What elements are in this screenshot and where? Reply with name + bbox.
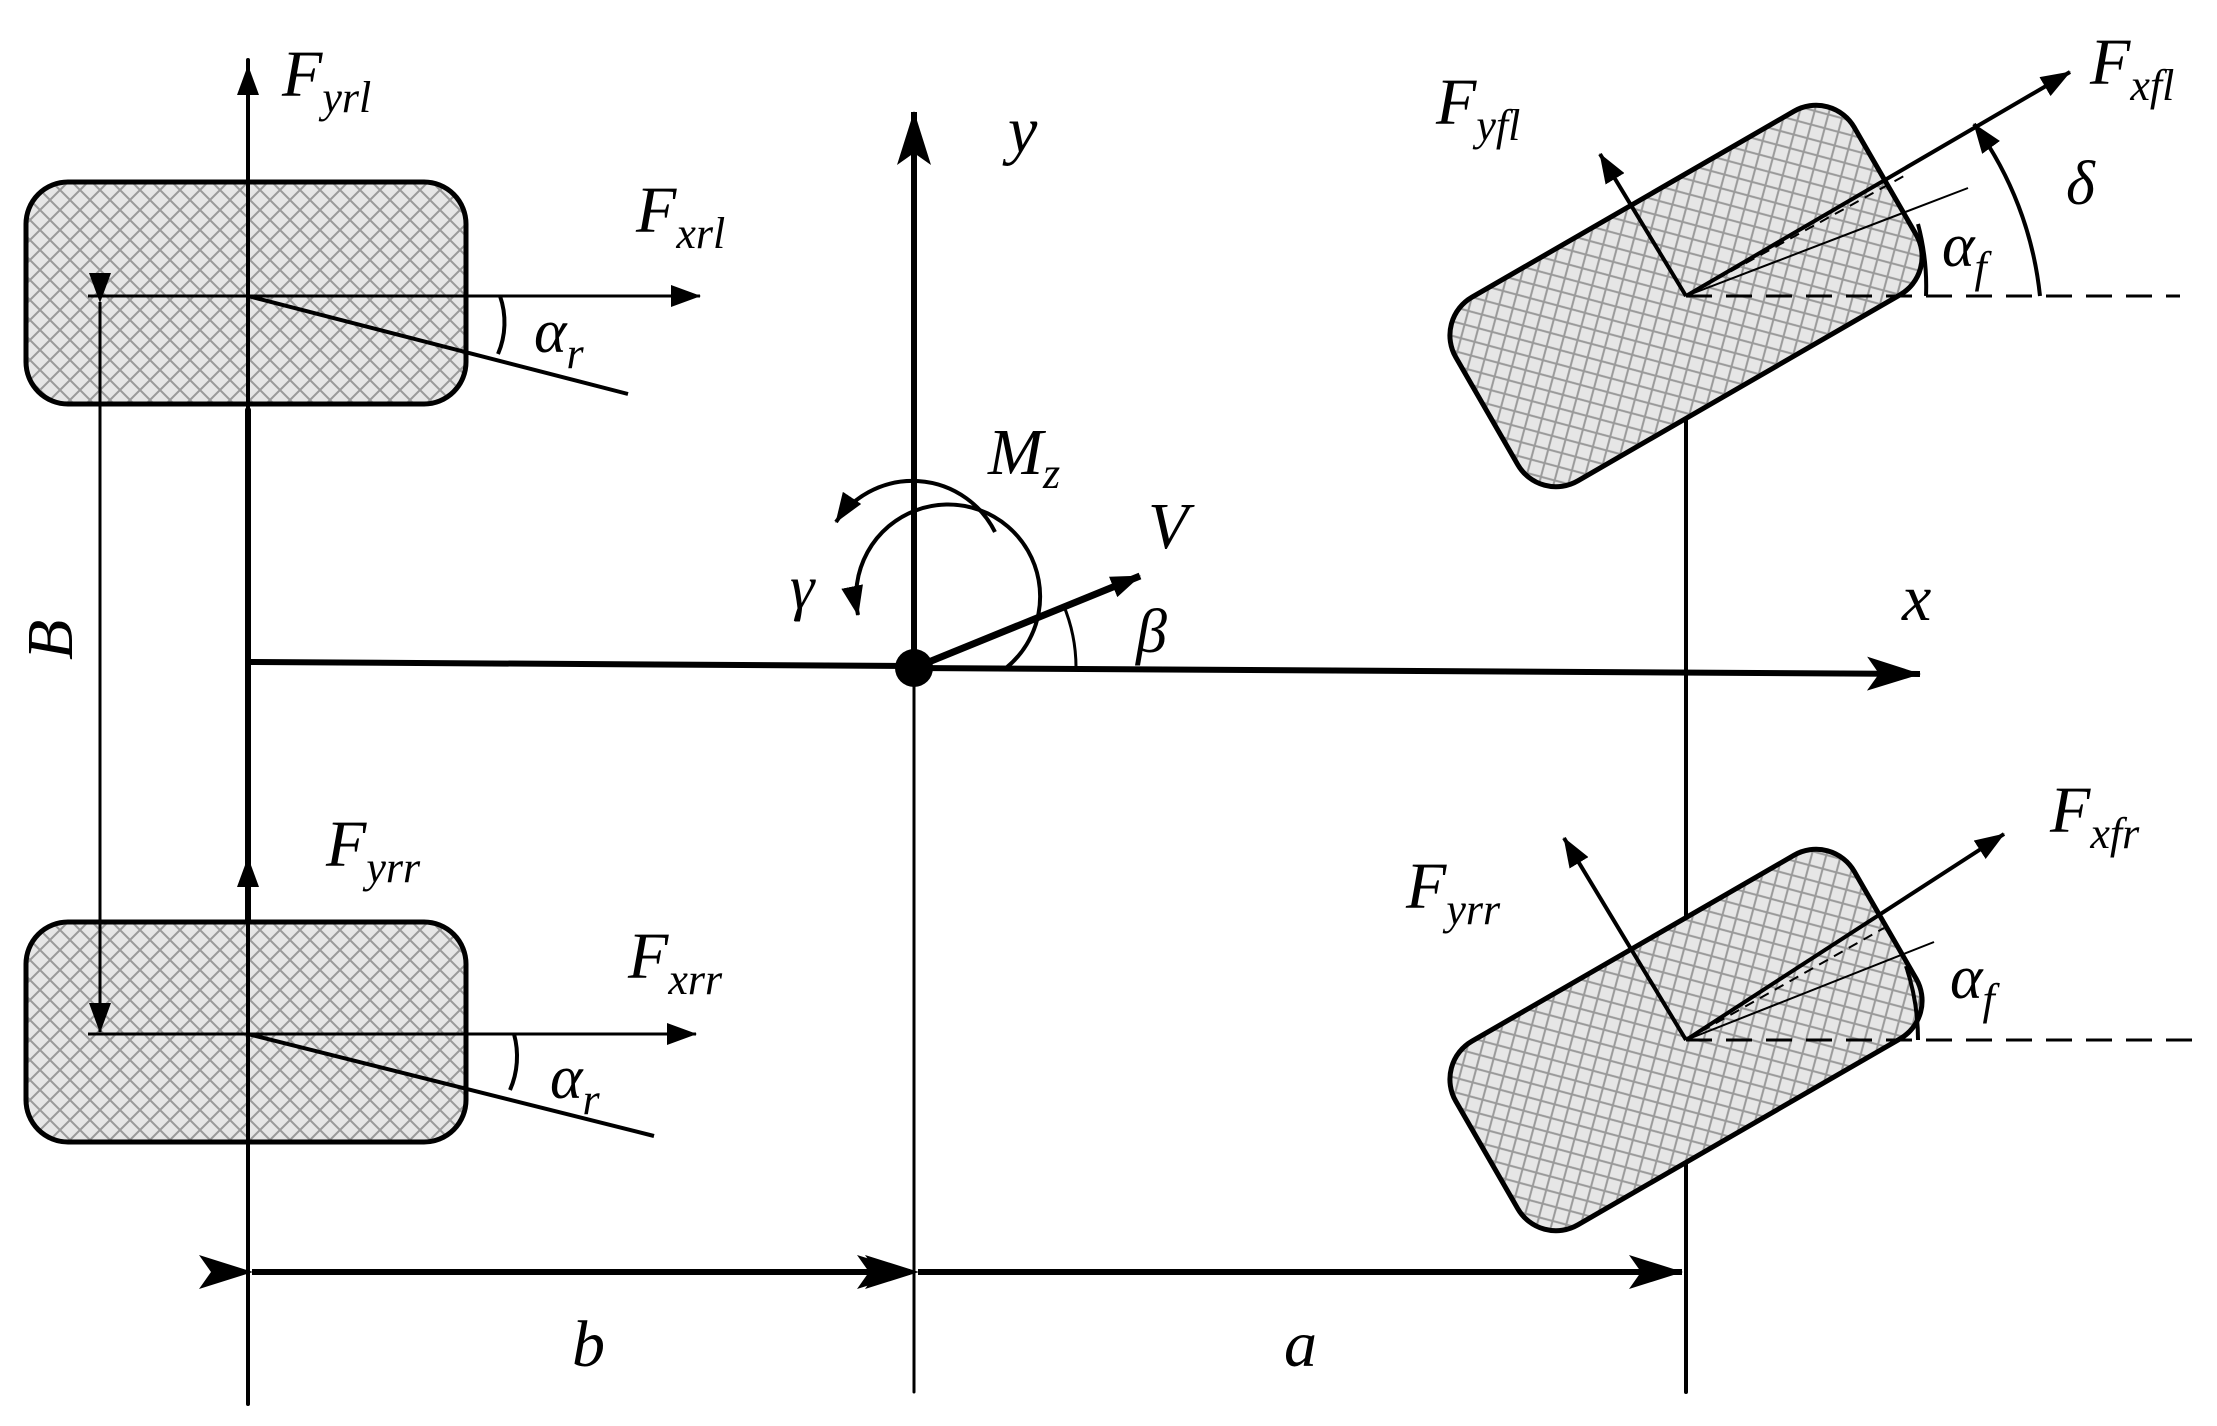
rear-right-tire (23, 857, 697, 1150)
front-left-alpha-label: αf (1942, 212, 1993, 292)
yaw-moment-arc (834, 478, 997, 533)
front-left-heading-dashed (1685, 175, 1905, 297)
rear-left-slip-arc (496, 295, 507, 355)
front-right-alpha-label: αf (1950, 944, 2001, 1024)
front-right-heading-dashed (1685, 927, 1885, 1041)
front-left-velocity-line (1685, 187, 1969, 297)
yaw-moment-label: Mz (987, 416, 1060, 498)
rear-to-cg-line (245, 659, 917, 669)
rear-left-fy-label: Fyrl (281, 38, 371, 122)
front-right-slip-arc (1904, 965, 1921, 1041)
front-right-tire (1447, 832, 2200, 1234)
rear-right-fy-label: Fyrr (325, 808, 421, 892)
x-axis-label: x (1901, 562, 1931, 635)
front-right-fx-label: Fxfr (2049, 774, 2140, 858)
sideslip-arc (1061, 603, 1078, 670)
rear-right-alpha-label: αr (550, 1044, 601, 1124)
front-left-fx-label: Fxfl (2089, 26, 2174, 110)
rear-distance-label: b (572, 1308, 605, 1381)
front-right-fx-arrow (1684, 832, 2006, 1042)
track-width-label: B (14, 620, 87, 660)
front-left-steer-arc (1972, 122, 2042, 297)
rear-right-fx-label: Fxrr (627, 920, 723, 1004)
chassis-frame (245, 58, 1688, 1406)
rear-left-tire (23, 65, 701, 410)
y-axis-label: y (1002, 94, 1038, 167)
front-left-fy-arrow (1598, 152, 1688, 298)
front-left-fx-arrow (1684, 70, 2072, 298)
front-left-tire (1447, 70, 2180, 490)
front-right-fy-arrow (1562, 836, 1688, 1042)
front-right-velocity-line (1685, 941, 1935, 1041)
front-right-fy-label: Fyrr (1405, 850, 1501, 934)
velocity-label: V (1148, 490, 1195, 563)
yaw-rate-arc (841, 502, 1043, 670)
rear-left-velocity-line (247, 294, 629, 396)
x-axis (913, 656, 1921, 691)
front-left-fy-label: Fyfl (1435, 66, 1520, 150)
front-distance-label: a (1284, 1308, 1317, 1381)
sideslip-label: β (1135, 598, 1167, 666)
yaw-rate-label: γ (790, 554, 816, 622)
front-left-steer-label: δ (2066, 150, 2096, 218)
rear-left-alpha-label: αr (534, 298, 585, 378)
velocity-vector (912, 572, 1142, 672)
rear-left-fx-label: Fxrl (635, 174, 725, 258)
rear-right-velocity-line (247, 1032, 655, 1138)
rear-right-slip-arc (508, 1033, 520, 1091)
front-left-slip-arc (1916, 223, 1929, 297)
